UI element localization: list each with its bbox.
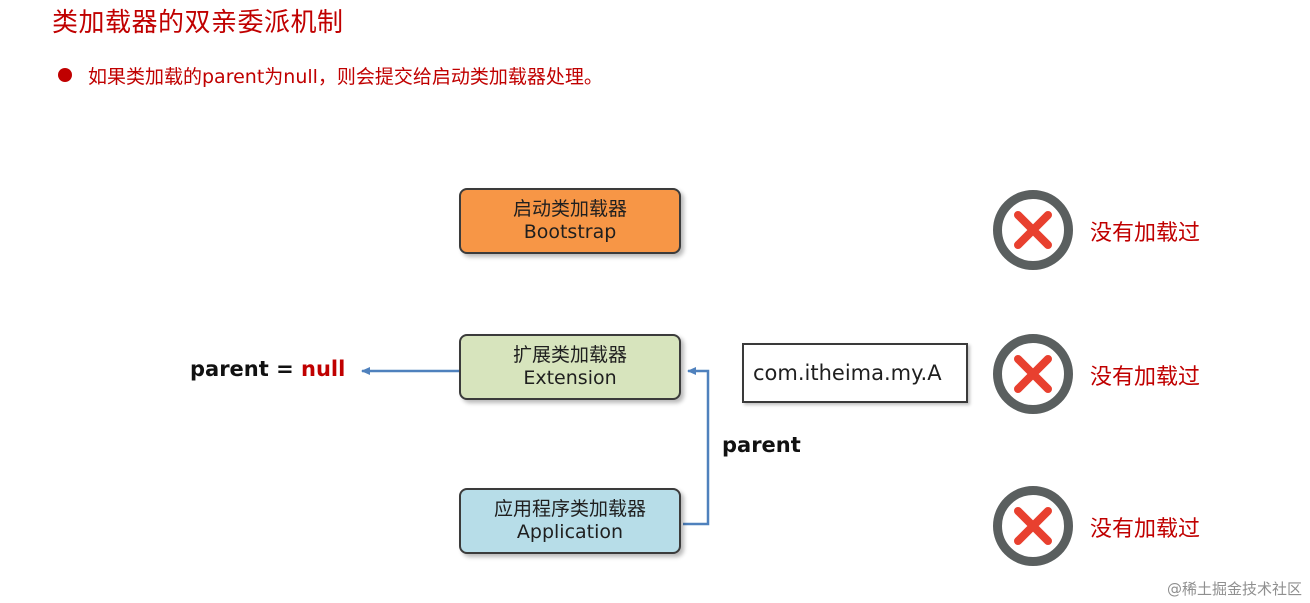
bootstrap-loader-box: 启动类加载器 Bootstrap bbox=[459, 188, 681, 254]
application-to-extension-arrow bbox=[683, 367, 710, 526]
application-name-en: Application bbox=[516, 521, 624, 543]
parent-null-equals: = bbox=[276, 357, 294, 381]
parent-arrow-label: parent bbox=[722, 433, 801, 457]
x-circle-icon bbox=[993, 190, 1073, 270]
bullet-point: 如果类加载的parent为null，则会提交给启动类加载器处理。 bbox=[58, 60, 603, 90]
application-loader-box: 应用程序类加载器 Application bbox=[459, 488, 681, 554]
extension-status-text: 没有加载过 bbox=[1090, 365, 1201, 390]
watermark: @稀土掘金技术社区 bbox=[1166, 580, 1302, 598]
class-name-box: com.itheima.my.A bbox=[742, 343, 968, 403]
extension-loader-box: 扩展类加载器 Extension bbox=[459, 334, 681, 400]
application-name-cn: 应用程序类加载器 bbox=[493, 498, 646, 520]
bullet-text: 如果类加载的parent为null，则会提交给启动类加载器处理。 bbox=[88, 65, 603, 88]
bootstrap-name-en: Bootstrap bbox=[523, 221, 617, 243]
extension-name-en: Extension bbox=[523, 367, 617, 389]
extension-name-cn: 扩展类加载器 bbox=[512, 344, 627, 366]
bootstrap-status-text: 没有加载过 bbox=[1090, 221, 1201, 246]
page-title: 类加载器的双亲委派机制 bbox=[52, 8, 344, 38]
parent-null-label: parent = null bbox=[190, 357, 345, 381]
application-status-text: 没有加载过 bbox=[1090, 517, 1201, 542]
bootstrap-name-cn: 启动类加载器 bbox=[512, 198, 627, 220]
parent-null-key: parent bbox=[190, 357, 269, 381]
x-circle-icon bbox=[993, 334, 1073, 414]
class-name-text: com.itheima.my.A bbox=[753, 361, 942, 385]
bullet-dot-icon bbox=[58, 68, 72, 82]
parent-null-value: null bbox=[301, 357, 346, 381]
x-circle-icon bbox=[993, 486, 1073, 566]
